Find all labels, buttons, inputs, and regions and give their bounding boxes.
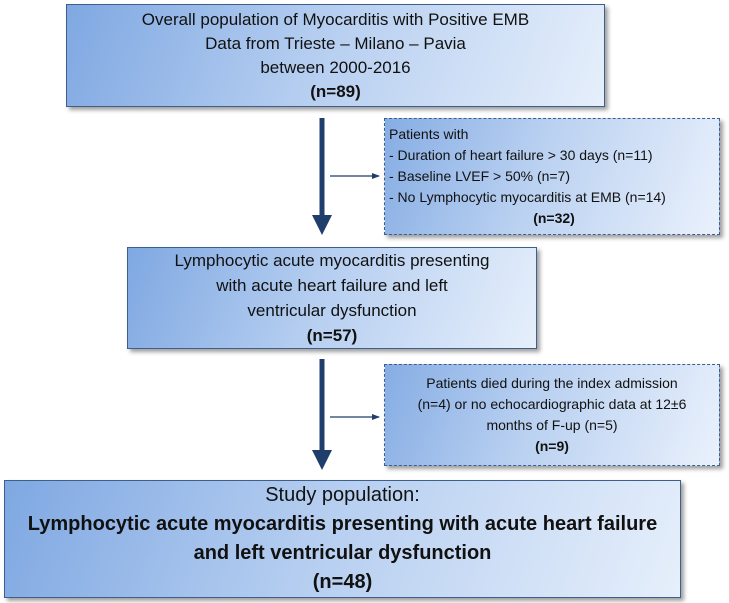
lymphocytic-count: (n=57)	[306, 326, 358, 345]
exclusion-1-item-1: - Duration of heart failure > 30 days (n…	[389, 147, 653, 163]
overall-line-3: between 2000-2016	[260, 57, 411, 77]
lymphocytic-line-1: Lymphocytic acute myocarditis presenting	[174, 251, 490, 270]
overall-population-box: Overall population of Myocarditis with P…	[66, 4, 605, 107]
exclusion-2-line-1: Patients died during the index admission	[426, 375, 678, 391]
lymphocytic-myocarditis-box: Lymphocytic acute myocarditis presenting…	[127, 247, 537, 349]
exclusion-1-item-3: - No Lymphocytic myocarditis at EMB (n=1…	[389, 189, 666, 205]
exclusion-1-count: (n=32)	[533, 210, 575, 226]
lymphocytic-line-3: ventricular dysfunction	[247, 301, 417, 320]
study-population-box: Study population: Lymphocytic acute myoc…	[4, 480, 681, 598]
overall-count: (n=89)	[310, 81, 361, 101]
overall-line-1: Overall population of Myocarditis with P…	[141, 9, 530, 29]
exclusion-2-count: (n=9)	[535, 438, 569, 454]
study-line-1: Lymphocytic acute myocarditis presenting…	[27, 513, 658, 535]
exclusion-1-item-2: - Baseline LVEF > 50% (n=7)	[389, 168, 571, 184]
exclusion-2-line-3: months of F-up (n=5)	[486, 417, 618, 433]
study-line-2: and left ventricular dysfunction	[193, 542, 492, 564]
study-count: (n=48)	[312, 571, 373, 593]
exclusion-1-heading: Patients with	[389, 126, 469, 142]
exclusion-2-line-2: (n=4) or no echocardiographic data at 12…	[417, 396, 687, 412]
exclusion-box-1: Patients with - Duration of heart failur…	[384, 118, 720, 235]
lymphocytic-line-2: with acute heart failure and left	[216, 276, 448, 295]
exclusion-box-2: Patients died during the index admission…	[384, 364, 720, 466]
study-title: Study population:	[265, 484, 420, 506]
overall-line-2: Data from Trieste – Milano – Pavia	[205, 33, 466, 53]
